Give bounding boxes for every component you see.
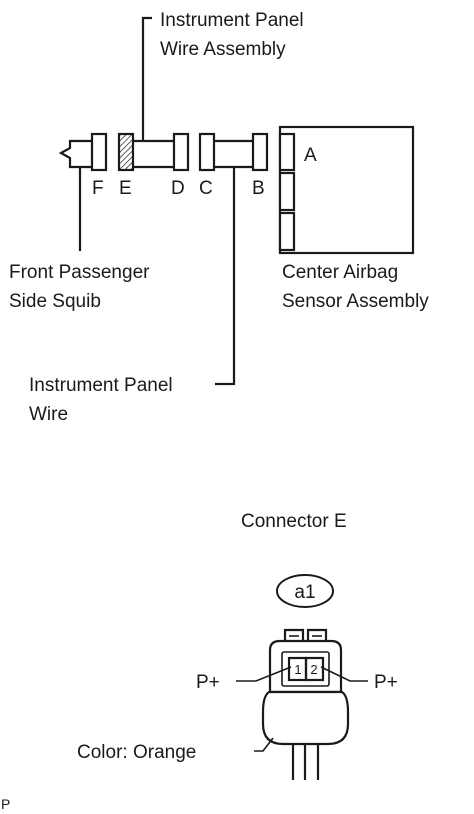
sensor-body — [278, 125, 415, 255]
connector-a — [278, 132, 296, 172]
sensor-label-line2: Sensor Assembly — [282, 291, 429, 312]
connector-latch-right — [306, 628, 328, 643]
squib-label-line2: Side Squib — [9, 291, 101, 312]
terminal-1-number: 1 — [294, 662, 301, 677]
squib-plug-symbol — [58, 139, 92, 169]
connector-e-label: E — [119, 178, 132, 199]
connector-f — [90, 132, 108, 172]
connector-latch-left — [283, 628, 305, 643]
connector-b — [251, 132, 269, 172]
right-terminal-leader — [320, 666, 368, 682]
connector-color-label: Color: Orange — [77, 742, 196, 763]
connector-view-title: Connector E — [241, 511, 347, 532]
connector-cavity-frame — [281, 651, 330, 687]
sensor-connector-2 — [278, 171, 296, 212]
ip-wire-label-line1: Instrument Panel — [29, 375, 173, 396]
connector-letters: F E D C B A — [92, 145, 317, 199]
connector-c-label: C — [199, 178, 213, 199]
right-terminal-label: P+ — [374, 672, 398, 693]
connector-e-face: 1 2 — [261, 628, 350, 780]
connector-code-text: a1 — [294, 582, 315, 603]
sensor-label-line1: Center Airbag — [282, 262, 398, 283]
squib-label-line1: Front Passenger — [9, 262, 150, 283]
connector-code-badge: a1 — [276, 574, 334, 608]
connector-a-label: A — [304, 145, 317, 166]
connector-d — [172, 132, 190, 172]
left-terminal-label: P+ — [196, 672, 220, 693]
ip-wire — [198, 132, 269, 386]
ip-wire-assembly — [117, 132, 190, 172]
front-passenger-side-squib — [58, 132, 108, 251]
ip-wire-assembly-callout: Instrument Panel Wire Assembly — [141, 10, 304, 141]
ip-wire-assembly-leader — [141, 16, 152, 141]
connector-code-ellipse — [276, 574, 334, 608]
connector-c — [198, 132, 216, 172]
terminal-2-number: 2 — [310, 662, 317, 677]
left-terminal-leader — [236, 666, 292, 682]
sensor-connector-3 — [278, 211, 296, 252]
footer-mark: P — [1, 796, 10, 812]
center-airbag-sensor-assembly — [278, 125, 415, 255]
connector-d-label: D — [171, 178, 185, 199]
ip-wire-leader — [215, 167, 236, 386]
terminal-cell-2 — [304, 656, 325, 682]
connector-f-label: F — [92, 178, 104, 199]
ip-wire-label-line2: Wire — [29, 404, 68, 425]
ip-wire-assembly-label-line1: Instrument Panel — [160, 10, 304, 31]
connector-lower-body — [261, 690, 350, 746]
connector-e — [117, 132, 135, 172]
color-leader — [254, 737, 274, 752]
connector-b-label: B — [252, 178, 265, 199]
ip-wire-assembly-label-line2: Wire Assembly — [160, 39, 286, 60]
